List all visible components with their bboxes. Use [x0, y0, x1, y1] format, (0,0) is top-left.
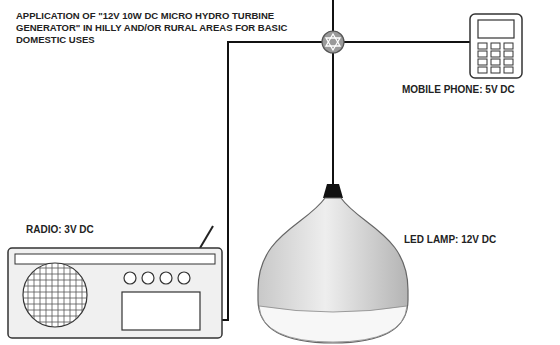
radio-label: RADIO: 3V DC	[26, 224, 96, 236]
device-label-text: LED LAMP: 12V DC	[404, 234, 499, 246]
device-label-text: MOBILE PHONE: 5V DC	[402, 84, 517, 96]
device-label-text: RADIO: 3V DC	[26, 224, 96, 236]
lamp-label: LED LAMP: 12V DC	[404, 234, 499, 246]
led-lamp-icon	[258, 184, 408, 343]
radio-icon	[8, 226, 222, 338]
diagram-title: APPLICATION OF "12V 10W DC MICRO HYDRO T…	[16, 10, 316, 46]
phone-label: MOBILE PHONE: 5V DC	[402, 84, 517, 96]
junction-symbol	[322, 31, 344, 53]
mobile-phone-icon	[470, 14, 522, 78]
